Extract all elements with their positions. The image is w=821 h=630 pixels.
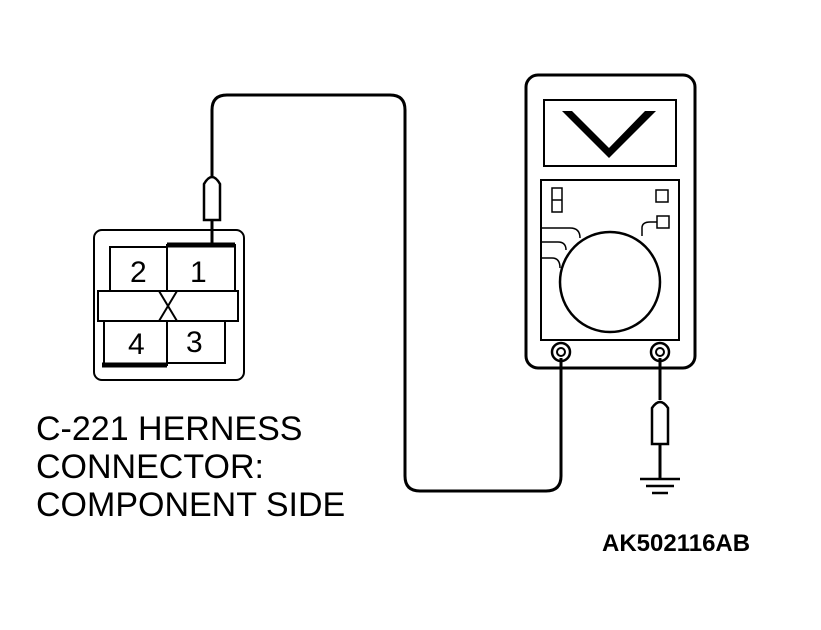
ground-lead [640,358,680,495]
reference-code: AK502116AB [602,530,751,557]
harness-connector: 2 1 4 3 [93,229,245,381]
rotary-dial [558,230,662,334]
ground-symbol-icon [640,477,680,495]
caption-line-3: COMPONENT SIDE [36,486,346,524]
pin-label-1: 1 [190,256,207,289]
dial-tick-left-1 [541,227,581,239]
caption-line-2: CONNECTOR: [36,448,264,486]
pin-label-2: 2 [130,256,147,289]
jack-left-icon [550,341,572,363]
dial-tick-left-3 [541,257,561,269]
latch-cross-b [158,290,178,322]
meter-control-panel [540,179,680,341]
pin-cell-3 [166,320,226,364]
probe-body [202,175,222,222]
connector-housing [93,229,245,381]
connector-caption: C-221 HERNESS CONNECTOR: COMPONENT SIDE [36,410,345,524]
voltage-v-icon [562,111,656,158]
pin-label-4: 4 [128,328,145,361]
dial-tick-right [641,221,657,236]
multimeter [524,73,697,370]
test-lead-wire [210,93,563,493]
pin-label-3: 3 [186,326,203,359]
indicator-square-icon [655,189,669,203]
ground-probe-body [650,400,670,446]
meter-case [524,73,697,370]
caption-line-1: C-221 HERNESS [36,410,303,448]
meter-display [543,99,677,167]
probe-connector [202,175,222,245]
indicator-square-icon-2 [656,215,670,229]
dial-tick-left-2 [541,241,567,251]
